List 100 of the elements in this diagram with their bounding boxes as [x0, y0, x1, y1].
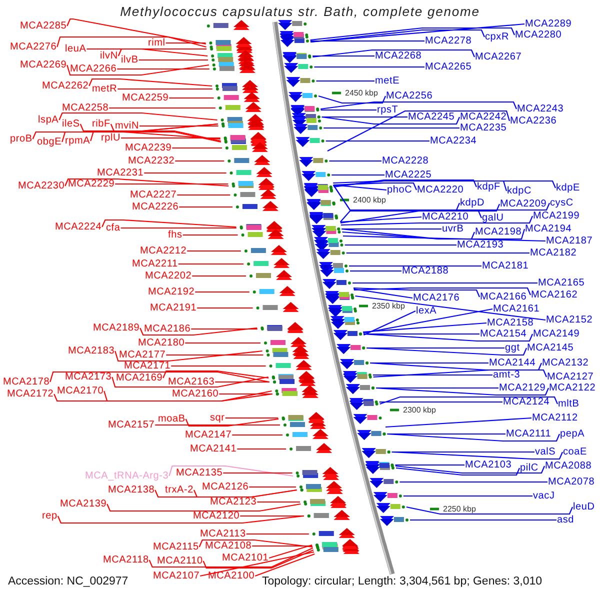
gene-label: MCA2230: [18, 180, 65, 192]
gene-label: rep: [42, 510, 58, 522]
leader-line: [144, 172, 226, 174]
leader-line: [340, 216, 422, 223]
leader-line: [225, 417, 278, 419]
leader-line: [195, 291, 250, 293]
gene-label: rpmA: [65, 136, 90, 146]
gene-label: MCA2258: [62, 102, 109, 114]
gene-label: MCA2147: [185, 430, 232, 440]
leader-line: [117, 68, 210, 70]
leader-line: [314, 66, 424, 68]
leader-line: [215, 381, 270, 383]
leader-line: [362, 322, 487, 333]
gene-label: cfa: [106, 222, 120, 234]
gene-label: kdpE: [556, 182, 580, 194]
gene-label: riml: [148, 38, 166, 48]
gene-label: MCA2100: [208, 570, 255, 582]
leader-line: [340, 216, 533, 226]
leader-line: [237, 448, 286, 450]
gene-label: MCA2166: [480, 292, 527, 302]
leader-line: [179, 206, 232, 208]
leader-line: [240, 515, 304, 517]
gene-label: MCA2198: [475, 226, 522, 238]
gene-label: proB: [10, 134, 32, 144]
gene-label: MCA2188: [402, 266, 449, 276]
leader-line: [320, 101, 517, 110]
leader-line: [171, 365, 266, 367]
gene-label: MCA2193: [457, 240, 504, 250]
gene-label: MCA2245: [408, 112, 455, 122]
gene-label: MCA2165: [538, 278, 585, 288]
gene-label: MCA2276: [10, 42, 57, 52]
leader-line: [254, 553, 315, 577]
leader-line: [376, 387, 549, 396]
gene-label: MCA2170: [57, 386, 104, 396]
leader-line: [349, 265, 482, 267]
gene-label: MCA2144: [489, 358, 536, 368]
leader-line: [372, 374, 492, 376]
gene-label: MCA2158: [487, 318, 534, 328]
gene-label: MCA2107: [153, 570, 200, 582]
leader-line: [178, 263, 244, 265]
gene-label: obgE: [37, 136, 62, 148]
genome-info-text: Topology: circular; Length: 3,304,561 bp; Genes: 3,010: [262, 576, 542, 588]
gene-label: MCA2183: [68, 346, 115, 356]
leader-line: [114, 350, 262, 362]
gene-label: leuD: [573, 502, 595, 512]
leader-line: [66, 18, 206, 45]
leader-line: [172, 147, 222, 149]
leader-line: [333, 180, 556, 188]
leader-line: [326, 140, 430, 142]
gene-label: MCA2157: [108, 420, 155, 430]
leader-line: [385, 417, 532, 428]
gene-label: lexA: [416, 306, 437, 316]
leader-line: [110, 123, 218, 132]
leader-line: [392, 451, 563, 460]
gene-label: MCA2262: [42, 80, 89, 92]
leader-line: [192, 275, 246, 277]
leader-line: [58, 112, 218, 121]
gene-label: MCA2160: [172, 388, 219, 400]
gene-label: metE: [375, 76, 400, 86]
gene-label: MCA2186: [144, 324, 191, 334]
gene-label: MCA2088: [545, 460, 592, 472]
leader-line: [185, 342, 260, 344]
leader-line: [342, 231, 475, 240]
leader-line: [112, 376, 268, 388]
leader-line: [310, 23, 525, 43]
leader-line: [155, 424, 280, 426]
leader-line: [350, 270, 402, 272]
gene-label: MCA2132: [542, 358, 589, 368]
gene-label: ggt: [505, 342, 520, 354]
gene-label: MCA2194: [525, 224, 572, 234]
scale-label: 2250 kbp: [443, 504, 476, 514]
gene-label: MCA2181: [482, 260, 529, 272]
leader-line: [197, 307, 253, 309]
leader-line: [148, 548, 314, 568]
leader-line: [332, 184, 550, 211]
leader-line: [370, 362, 542, 371]
scale-label: 2300 kbp: [403, 406, 436, 414]
gene-label: kdpF: [477, 182, 500, 192]
gene-label: MCA2152: [546, 314, 593, 326]
genome-info-text: Accession: NC_002977: [8, 576, 128, 588]
gene-label: MCA2138: [108, 484, 155, 496]
gene-label: MCA2259: [122, 92, 169, 104]
leader-line: [88, 78, 212, 87]
gene-label: MCA2176: [413, 292, 460, 304]
leader-line: [332, 174, 384, 176]
gene-label: MCA2108: [205, 540, 252, 552]
leader-line: [344, 244, 456, 246]
gene-label: MCA2220: [417, 184, 464, 196]
gene-label: cysC: [550, 198, 574, 208]
leader-line: [310, 27, 515, 41]
leader-line: [166, 42, 206, 44]
leader-line: [363, 333, 533, 342]
leader-line: [118, 88, 212, 90]
leader-line: [334, 180, 508, 192]
leader-line: [268, 544, 312, 559]
gene-label: MCA2212: [140, 246, 187, 256]
gene-label: MCA2162: [531, 290, 578, 300]
gene-label: MCA2123: [210, 496, 257, 508]
leader-line: [352, 282, 538, 284]
leader-line: [118, 48, 208, 57]
